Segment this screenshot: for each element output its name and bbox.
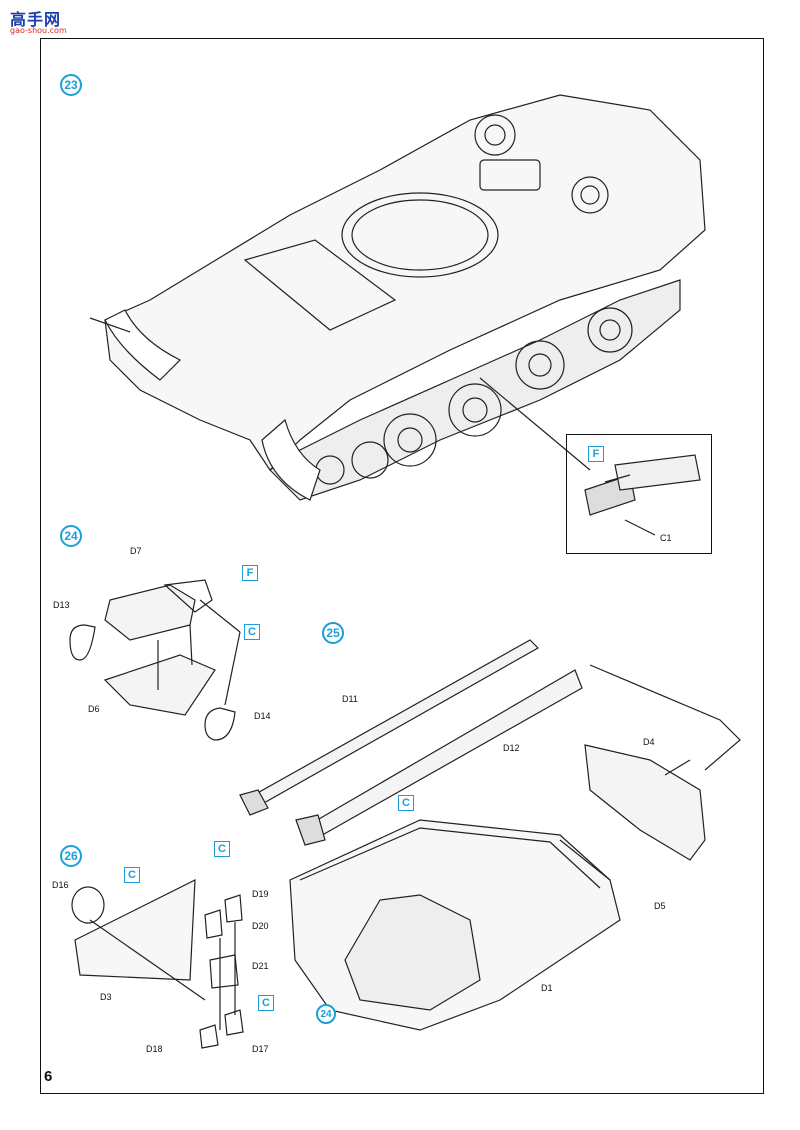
label-d19: D19 bbox=[252, 889, 269, 899]
step-24-reference: 24 bbox=[316, 1004, 336, 1024]
sprue-f-detail: F bbox=[588, 446, 604, 462]
label-d16: D16 bbox=[52, 880, 69, 890]
step-25-number: 25 bbox=[322, 622, 344, 644]
sprue-c-step26-a: C bbox=[124, 867, 140, 883]
sprue-c-step26-c: C bbox=[258, 995, 274, 1011]
page-number: 6 bbox=[44, 1068, 53, 1085]
label-d17: D17 bbox=[252, 1044, 269, 1054]
label-d14: D14 bbox=[254, 711, 271, 721]
label-d12: D12 bbox=[503, 743, 520, 753]
watermark-text: 高手网 bbox=[10, 10, 62, 29]
step-24-number: 24 bbox=[60, 525, 82, 547]
label-d4: D4 bbox=[643, 737, 655, 747]
sprue-c-step24: C bbox=[244, 624, 260, 640]
label-d21: D21 bbox=[252, 961, 269, 971]
label-d18: D18 bbox=[146, 1044, 163, 1054]
label-d13: D13 bbox=[53, 600, 70, 610]
sprue-c-step26-b: C bbox=[214, 841, 230, 857]
page-frame bbox=[40, 38, 764, 1094]
label-c1: C1 bbox=[660, 533, 672, 543]
track-detail-box bbox=[566, 434, 712, 554]
label-d20: D20 bbox=[252, 921, 269, 931]
label-d3: D3 bbox=[100, 992, 112, 1002]
label-d7: D7 bbox=[130, 546, 142, 556]
sprue-c-step25: C bbox=[398, 795, 414, 811]
label-d1: D1 bbox=[541, 983, 553, 993]
watermark-logo: 高手网 gao-shou.com bbox=[4, 4, 74, 38]
label-d5: D5 bbox=[654, 901, 666, 911]
label-d11: D11 bbox=[342, 694, 358, 704]
step-23-number: 23 bbox=[60, 74, 82, 96]
step-26-number: 26 bbox=[60, 845, 82, 867]
sprue-f-step24: F bbox=[242, 565, 258, 581]
label-d6: D6 bbox=[88, 704, 100, 714]
watermark-sub: gao-shou.com bbox=[10, 26, 67, 35]
